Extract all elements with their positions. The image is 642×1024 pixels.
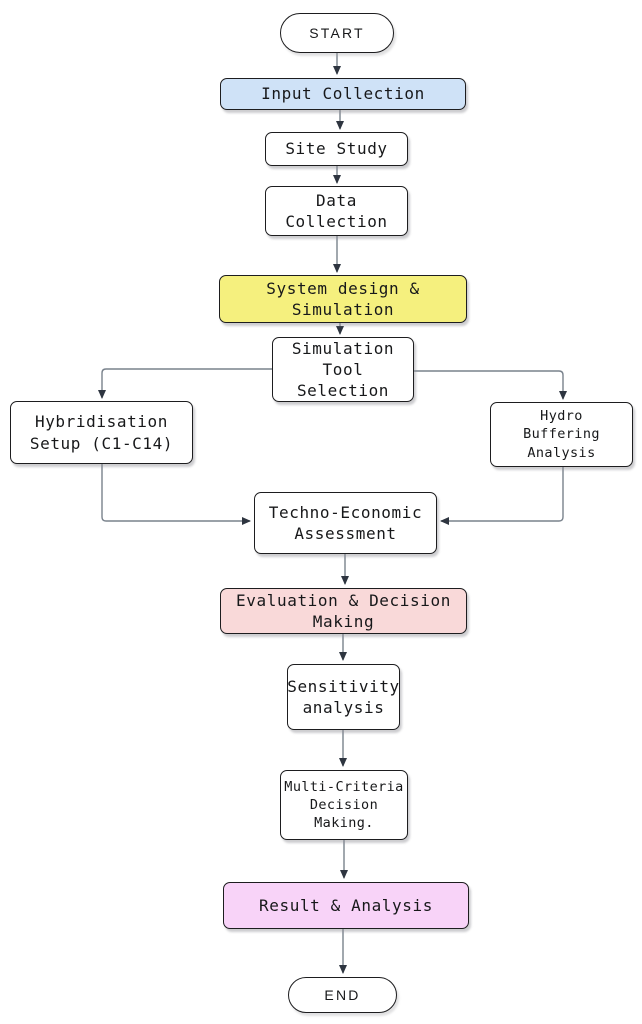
edge-hybrid-techno	[101, 464, 251, 525]
site-study-step: Site Study	[265, 132, 408, 166]
edge-simtool-hybrid	[98, 368, 272, 399]
end-terminator: END	[288, 977, 397, 1013]
system-design-simulation-step: System design & Simulation	[219, 275, 467, 323]
start-terminator: START	[280, 13, 394, 53]
multi-criteria-decision-making-step: Multi-Criteria Decision Making.	[280, 770, 408, 840]
edge-simtool-hydro	[414, 370, 567, 400]
edge-hydro-techno	[440, 467, 564, 525]
hybridisation-setup-step: Hybridisation Setup (C1-C14)	[10, 401, 193, 464]
simulation-tool-selection-step: Simulation Tool Selection	[272, 337, 414, 402]
sensitivity-analysis-step: Sensitivity analysis	[287, 664, 400, 730]
data-collection-step: Data Collection	[265, 186, 408, 236]
hydro-buffering-analysis-step: Hydro Buffering Analysis	[490, 402, 633, 467]
input-collection-step: Input Collection	[220, 78, 466, 110]
result-analysis-step: Result & Analysis	[223, 882, 469, 929]
techno-economic-assessment-step: Techno-Economic Assessment	[254, 492, 437, 554]
evaluation-decision-making-step: Evaluation & Decision Making	[220, 588, 467, 634]
